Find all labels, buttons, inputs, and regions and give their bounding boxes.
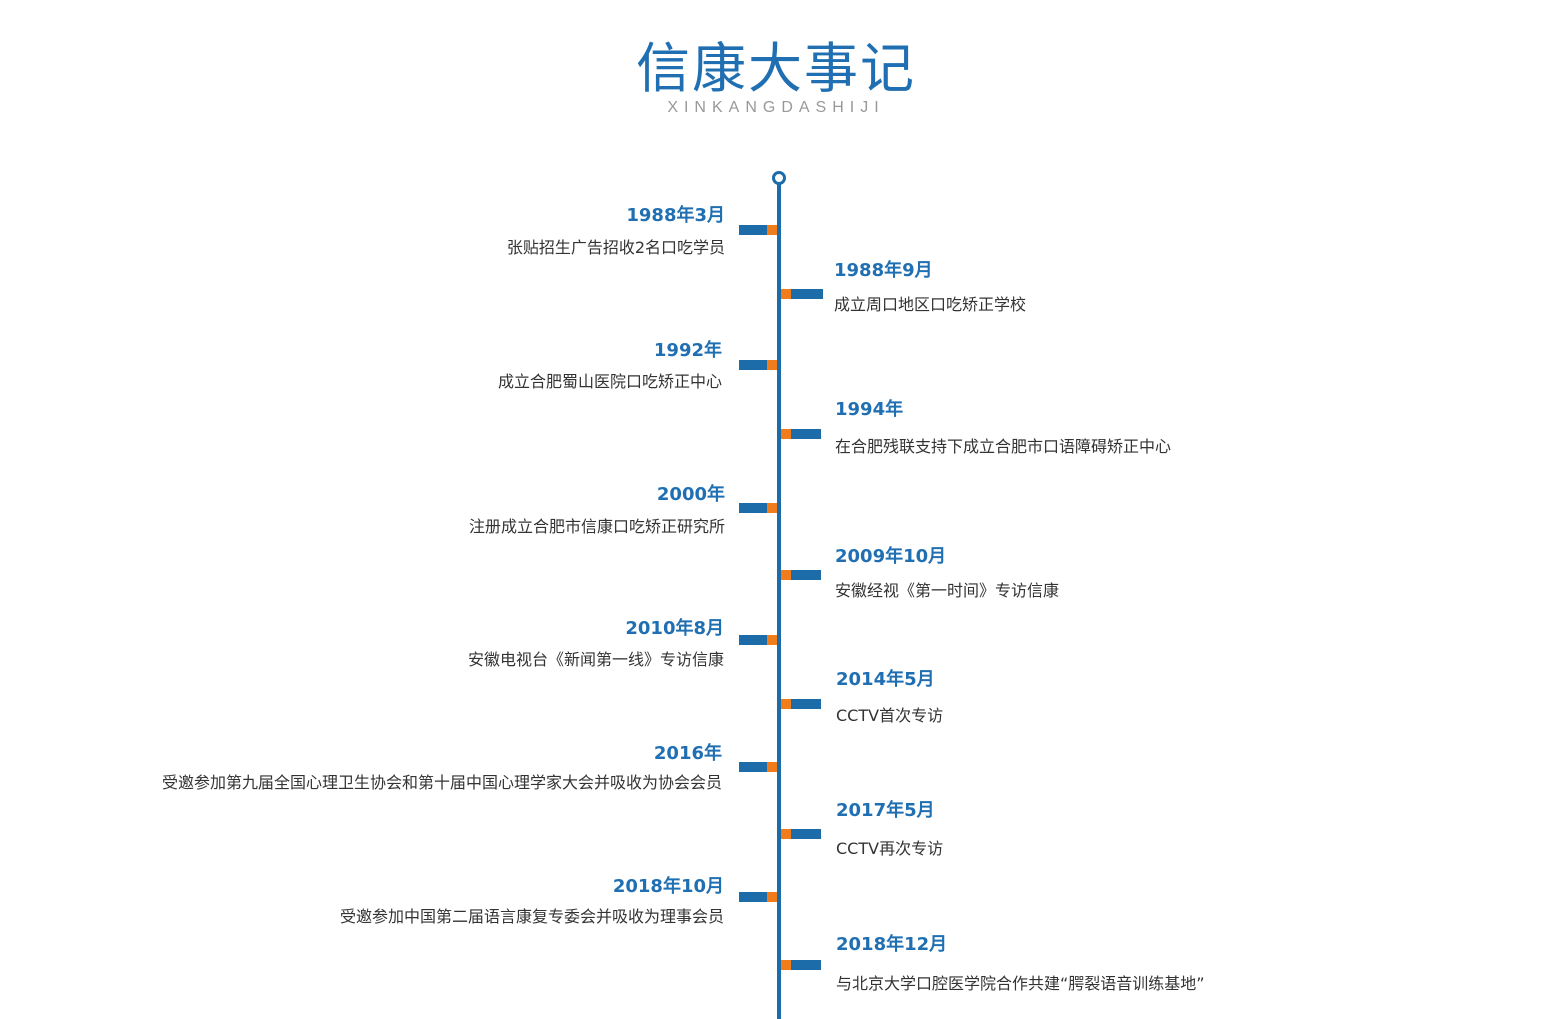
event-marker-left xyxy=(739,892,779,902)
event-marker-right xyxy=(781,429,821,439)
marker-bar xyxy=(739,762,767,772)
marker-dot xyxy=(781,570,791,580)
event-date: 2018年12月 xyxy=(836,934,948,955)
event-marker-right xyxy=(781,289,823,299)
event-date: 1994年 xyxy=(835,399,904,420)
event-marker-right xyxy=(781,699,821,709)
event-marker-left xyxy=(739,762,779,772)
event-description: 安徽经视《第一时间》专访信康 xyxy=(835,581,1060,600)
marker-bar xyxy=(739,635,767,645)
event-description: CCTV首次专访 xyxy=(836,706,944,725)
event-date: 1988年3月 xyxy=(626,205,725,226)
event-marker-left xyxy=(739,225,779,235)
marker-bar xyxy=(739,225,767,235)
marker-dot xyxy=(767,360,777,370)
event-description: 与北京大学口腔医学院合作共建“腭裂语音训练基地” xyxy=(836,974,1205,993)
event-date: 2000年 xyxy=(656,484,725,505)
event-description: 注册成立合肥市信康口吃矫正研究所 xyxy=(468,517,725,536)
event-description: 成立合肥蜀山医院口吃矫正中心 xyxy=(497,372,722,391)
event-description: 受邀参加中国第二届语言康复专委会并吸收为理事会员 xyxy=(339,907,724,926)
event-marker-right xyxy=(781,829,821,839)
page-title: 信康大事记 xyxy=(636,37,916,100)
event-date: 2017年5月 xyxy=(836,800,935,821)
event-date: 1988年9月 xyxy=(834,260,933,281)
event-marker-left xyxy=(739,635,779,645)
marker-dot xyxy=(767,225,777,235)
event-date: 2009年10月 xyxy=(835,546,947,567)
marker-bar xyxy=(791,429,821,439)
marker-dot xyxy=(781,429,791,439)
event-description: 成立周口地区口吃矫正学校 xyxy=(834,295,1027,314)
marker-dot xyxy=(767,892,777,902)
marker-dot xyxy=(781,829,791,839)
event-marker-right xyxy=(781,570,821,580)
event-date: 1992年 xyxy=(653,340,722,361)
page-subtitle: XINKANGDASHIJI xyxy=(667,99,885,116)
marker-bar xyxy=(791,829,821,839)
marker-bar xyxy=(791,289,823,299)
event-date: 2016年 xyxy=(653,743,722,764)
marker-bar xyxy=(791,570,821,580)
event-marker-left xyxy=(739,360,779,370)
event-marker-left xyxy=(739,503,779,513)
timeline-axis xyxy=(777,184,781,1019)
event-description: CCTV再次专访 xyxy=(836,839,944,858)
marker-bar xyxy=(791,699,821,709)
marker-dot xyxy=(767,503,777,513)
marker-bar xyxy=(739,360,767,370)
marker-dot xyxy=(781,699,791,709)
marker-dot xyxy=(781,960,791,970)
marker-bar xyxy=(739,892,767,902)
marker-dot xyxy=(767,762,777,772)
event-date: 2018年10月 xyxy=(612,876,724,897)
marker-dot xyxy=(781,289,791,299)
event-date: 2010年8月 xyxy=(625,618,724,639)
timeline-start-circle xyxy=(772,171,786,185)
marker-dot xyxy=(767,635,777,645)
event-description: 张贴招生广告招收2名口吃学员 xyxy=(506,238,725,257)
marker-bar xyxy=(791,960,821,970)
event-description: 安徽电视台《新闻第一线》专访信康 xyxy=(467,650,724,669)
event-date: 2014年5月 xyxy=(836,669,935,690)
event-description: 在合肥残联支持下成立合肥市口语障碍矫正中心 xyxy=(835,437,1172,456)
event-marker-right xyxy=(781,960,821,970)
marker-bar xyxy=(739,503,767,513)
event-description: 受邀参加第九届全国心理卫生协会和第十届中国心理学家大会并吸收为协会会员 xyxy=(161,773,722,792)
